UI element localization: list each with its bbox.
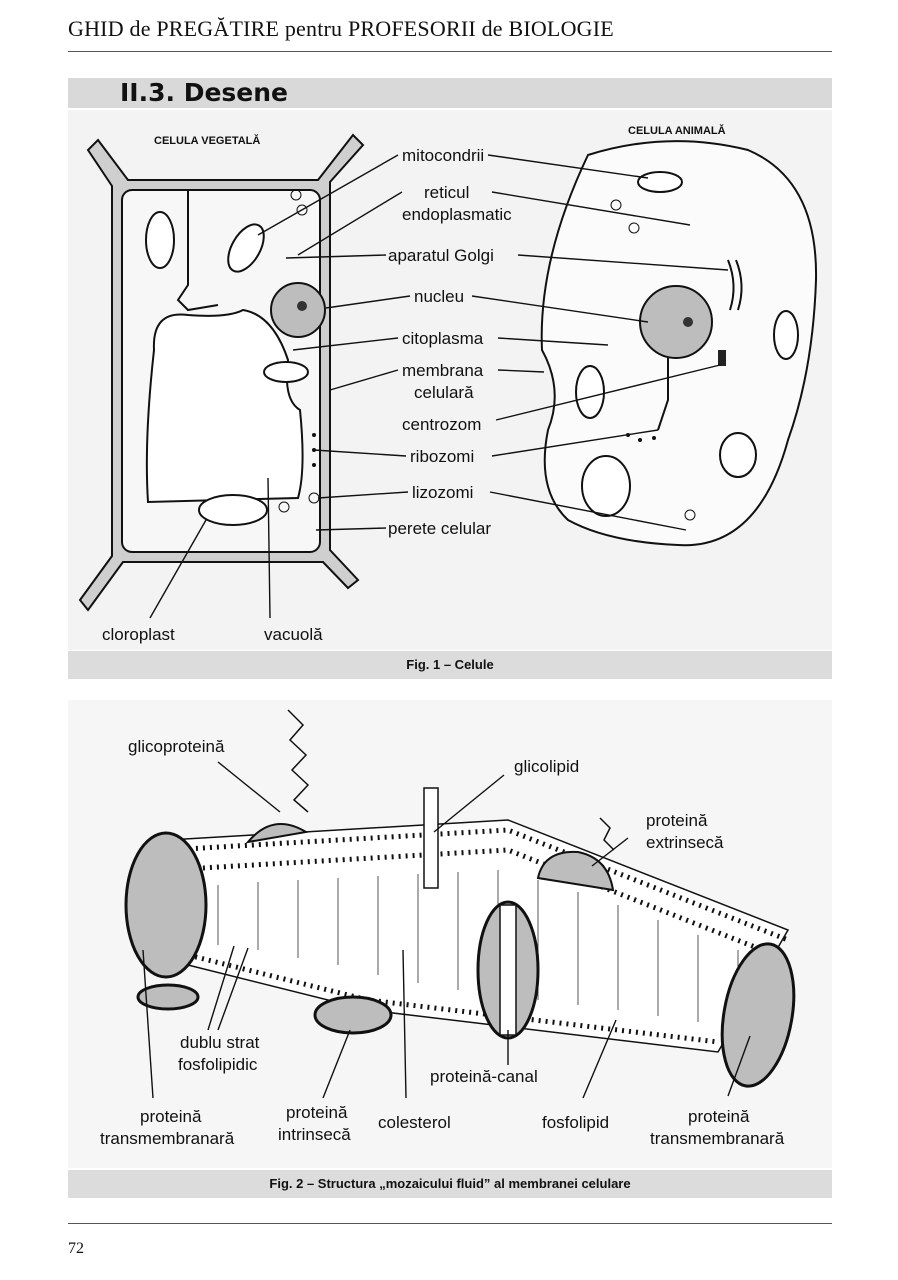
plant-ribosome	[312, 433, 316, 437]
label-intrinseca-1: proteină	[286, 1103, 348, 1122]
plant-cell	[78, 133, 365, 612]
label-nucleu: nucleu	[414, 287, 464, 306]
plant-nucleus	[270, 282, 326, 338]
membrane-drawing: glicoproteină glicolipid proteină extrin…	[100, 709, 796, 1148]
label-dublu-1: dublu strat	[180, 1033, 260, 1052]
animal-nucleus	[639, 285, 713, 359]
label-reticul-2: endoplasmatic	[402, 205, 512, 224]
section-bar: II.3. Desene	[68, 78, 832, 108]
glycolipid	[423, 787, 439, 889]
transmembrane-protein-left-base	[136, 983, 200, 1011]
animal-mito-4	[719, 432, 757, 478]
plant-nucleolus	[297, 301, 307, 311]
vacuole	[145, 308, 304, 504]
animal-lysosome	[610, 199, 622, 211]
plant-ribosome	[312, 463, 316, 467]
footer-rule	[68, 1223, 832, 1224]
animal-ribosome	[652, 436, 656, 440]
plant-mito-1	[145, 211, 175, 269]
page-number: 72	[68, 1240, 84, 1257]
label-trans-right-2: transmembranară	[650, 1129, 785, 1148]
plant-mito-3	[263, 361, 309, 383]
label-extrinseca-1: proteină	[646, 811, 708, 830]
outer-heads	[167, 847, 789, 963]
centrosome	[718, 350, 726, 366]
bilayer-body	[167, 819, 790, 1053]
animal-lysosome	[628, 222, 640, 234]
membrane-leaders	[142, 761, 751, 1099]
label-colesterol: colesterol	[378, 1113, 451, 1132]
figure2-caption: Fig. 2 – Structura „mozaicului fluid” al…	[68, 1170, 832, 1198]
label-golgi: aparatul Golgi	[388, 246, 494, 265]
label-mitocondrii: mitocondrii	[402, 146, 484, 165]
animal-mito-1	[637, 171, 683, 193]
label-trans-left-2: transmembranară	[100, 1129, 235, 1148]
extrinsic-protein	[536, 850, 615, 892]
plant-reticulum	[176, 190, 219, 312]
animal-mito-3	[581, 455, 631, 517]
transmembrane-protein-right	[720, 942, 796, 1088]
running-head: GHID de PREGĂTIRE pentru PROFESORII de B…	[68, 16, 614, 41]
label-membrana-1: membrana	[402, 361, 484, 380]
plant-lysosome	[290, 189, 302, 201]
glycoprotein	[245, 823, 309, 844]
label-ribozomi: ribozomi	[410, 447, 474, 466]
label-dublu-2: fosfolipidic	[178, 1055, 258, 1074]
plant-lysosome	[296, 204, 308, 216]
label-glicoproteina: glicoproteină	[128, 737, 225, 756]
plant-cell-title: CELULA VEGETALĂ	[154, 134, 260, 147]
label-extrinseca-2: extrinsecă	[646, 833, 724, 852]
animal-cell-title: CELULA ANIMALĂ	[628, 124, 726, 137]
figure-cells: CELULA VEGETALĂ CELULA ANIMALĂ mitocondr…	[68, 110, 832, 650]
figure-membrane: glicoproteină glicolipid proteină extrin…	[68, 700, 832, 1168]
label-cloroplast: cloroplast	[102, 625, 175, 644]
animal-lysosome	[684, 509, 696, 521]
label-glicolipid: glicolipid	[514, 757, 579, 776]
plant-lysosome	[278, 501, 290, 513]
chloroplast	[198, 494, 268, 526]
inner-heads	[167, 947, 719, 1045]
label-reticul-1: reticul	[424, 183, 469, 202]
label-intrinseca-2: intrinsecă	[278, 1125, 351, 1144]
animal-golgi	[727, 259, 743, 311]
section-title: II.3. Desene	[120, 78, 288, 107]
animal-nucleolus	[683, 317, 693, 327]
cells-drawing: CELULA VEGETALĂ CELULA ANIMALĂ mitocondr…	[78, 124, 818, 644]
label-membrana-2: celulară	[414, 383, 474, 402]
transmembrane-protein-left	[124, 831, 208, 979]
extrinsic-chain	[599, 817, 615, 851]
label-trans-right-1: proteină	[688, 1107, 750, 1126]
label-trans-left-1: proteină	[140, 1107, 202, 1126]
label-centrozom: centrozom	[402, 415, 481, 434]
label-citoplasma: citoplasma	[402, 329, 484, 348]
label-vacuola: vacuolă	[264, 625, 323, 644]
leader-lines	[149, 154, 729, 619]
glycoprotein-chain	[287, 709, 310, 813]
intrinsic-protein	[313, 995, 393, 1035]
animal-mito-5	[773, 310, 799, 360]
label-fosfolipid: fosfolipid	[542, 1113, 609, 1132]
animal-cell	[540, 140, 818, 547]
channel-pore	[499, 904, 517, 1036]
label-perete: perete celular	[388, 519, 491, 538]
animal-reticulum	[657, 358, 669, 431]
bilayer	[167, 819, 790, 1053]
label-canal: proteină-canal	[430, 1067, 538, 1086]
figure1-caption: Fig. 1 – Celule	[68, 651, 832, 679]
label-lizozomi: lizozomi	[412, 483, 473, 502]
plant-mito-2	[227, 223, 265, 273]
animal-ribosome	[638, 438, 642, 442]
outer-heads	[167, 827, 789, 943]
header-rule	[68, 51, 832, 52]
animal-mito-2	[575, 365, 605, 419]
